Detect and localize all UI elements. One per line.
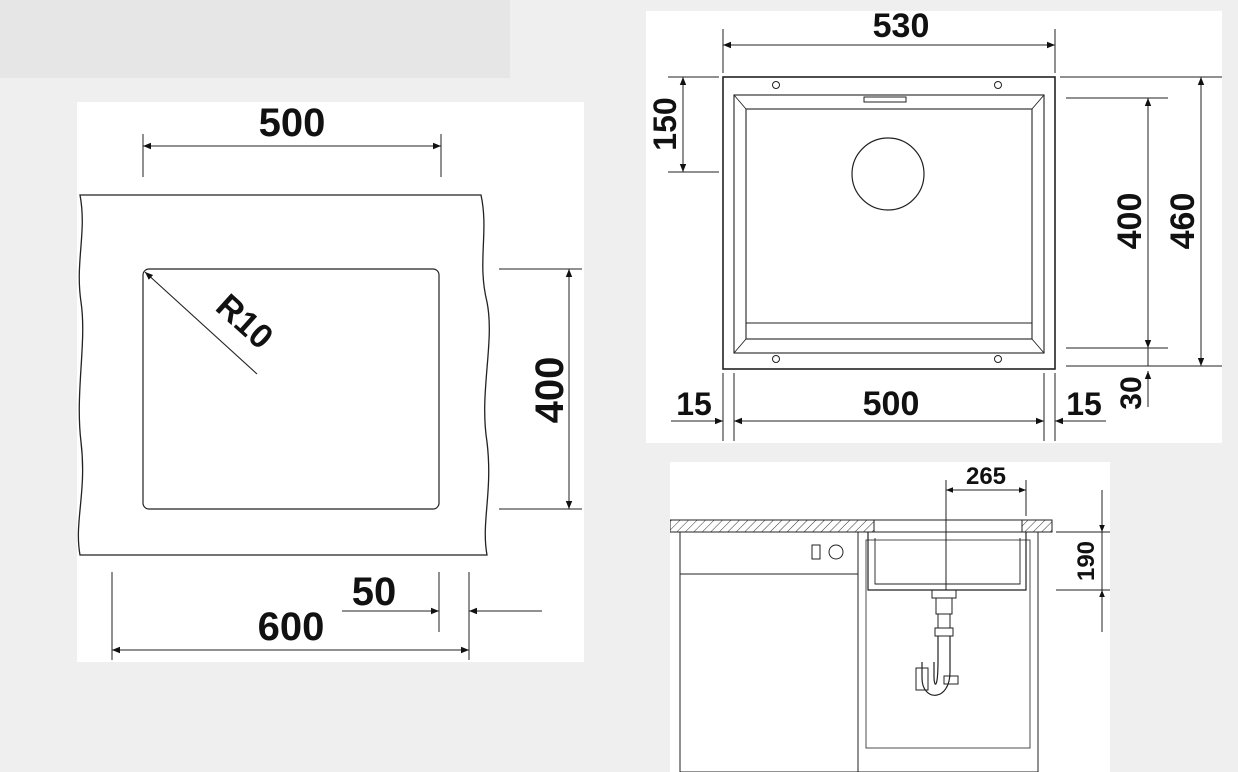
drain-offset-label: 265 (966, 463, 1006, 490)
top-banner (0, 0, 510, 78)
cabinet-width-label: 600 (258, 605, 325, 649)
top-offset-label: 150 (647, 97, 683, 150)
outer-width-label: 530 (873, 11, 930, 45)
bottom-margin-label: 30 (1115, 376, 1148, 409)
installation-side-view-panel: 265 190 (670, 462, 1110, 772)
sink-outer-rim (722, 76, 1056, 370)
sink-inner-rim (733, 94, 1045, 354)
sink-top-view-drawing: 530 150 400 460 30 15 500 15 (647, 11, 1222, 441)
sink-bowl-section (867, 532, 1027, 591)
inner-width-label: 500 (863, 385, 920, 423)
sink-top-view-panel: 530 150 400 460 30 15 500 15 (646, 11, 1222, 443)
worktop-outline (77, 194, 490, 556)
fixing-hole (772, 81, 780, 89)
waste-trap (915, 589, 959, 696)
control-button (811, 544, 821, 560)
sink-bowl (745, 108, 1033, 340)
width-label: 500 (259, 102, 326, 145)
sink-cabinet (857, 531, 1039, 772)
height-label: 400 (528, 357, 572, 424)
cutout-plan-panel: 500 R10 400 50 600 (77, 102, 584, 662)
dishwasher-cabinet (679, 531, 859, 772)
right-margin-label: 15 (1066, 386, 1102, 422)
depth-label: 190 (1073, 541, 1100, 581)
cutout-outline (142, 268, 440, 510)
cutout-plan-drawing: 500 R10 400 50 600 (77, 102, 582, 660)
radius-label: R10 (208, 287, 280, 357)
control-knob (828, 544, 844, 560)
offset-label: 50 (352, 570, 397, 614)
fixing-hole (994, 81, 1002, 89)
fixing-hole (994, 355, 1002, 363)
overflow-slot (863, 96, 907, 103)
radius-leader (144, 271, 258, 375)
worktop-section-left (670, 519, 875, 533)
inner-height-label: 400 (1111, 193, 1149, 250)
outer-height-label: 460 (1164, 193, 1202, 250)
worktop-section-right (1021, 519, 1053, 533)
drain-hole (851, 137, 925, 211)
fixing-hole (772, 355, 780, 363)
installation-side-view-drawing: 265 190 (670, 463, 1110, 772)
left-margin-label: 15 (676, 386, 712, 422)
